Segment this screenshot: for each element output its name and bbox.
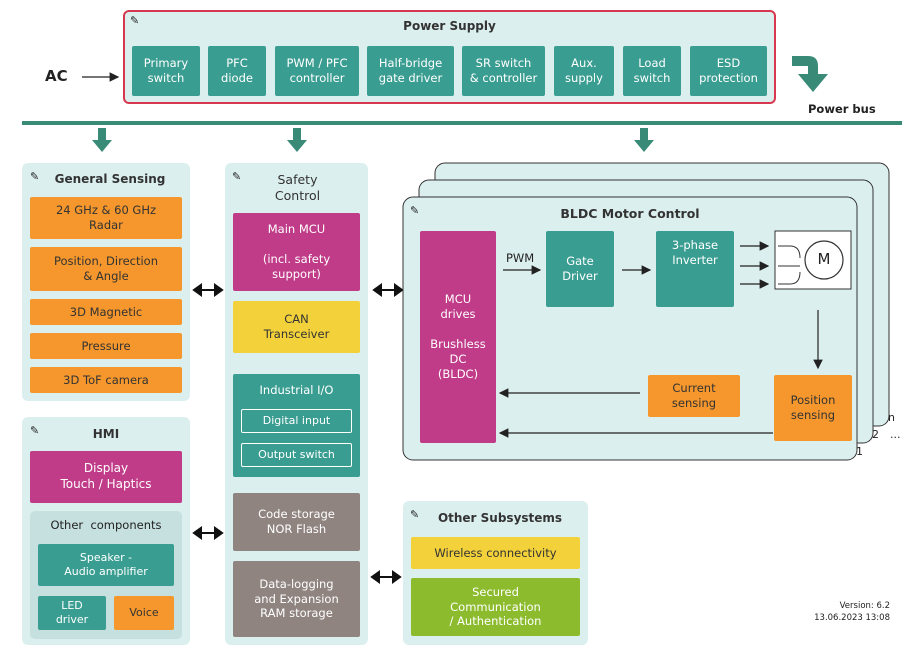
bldc-title: BLDC Motor Control <box>560 206 700 221</box>
digital-input-box[interactable]: Digital input <box>241 409 352 433</box>
main-mcu-box[interactable]: Main MCU (incl. safety support) <box>233 213 360 291</box>
hmi-title: HMI <box>92 427 120 441</box>
other-components-title: Other components <box>50 518 162 532</box>
other-subsystems-title: Other Subsystems <box>437 511 563 525</box>
motor-circle <box>804 240 844 280</box>
stack-label-n: n <box>888 411 895 424</box>
industrial-io-title: Industrial I/O <box>259 383 334 397</box>
led-driver-box[interactable]: LED driver <box>38 596 106 630</box>
pfc-diode-box[interactable]: PFC diode <box>208 46 266 96</box>
bus-down-arrows <box>92 128 654 152</box>
voice-box[interactable]: Voice <box>114 596 174 630</box>
power-bus-line <box>22 121 902 125</box>
output-switch-box[interactable]: Output switch <box>241 443 352 467</box>
secured-communication-box[interactable]: Secured Communication / Authentication <box>411 578 580 636</box>
inverter-label: 3-phase Inverter <box>671 238 719 267</box>
can-transceiver-box[interactable]: CAN Transceiver <box>233 301 360 353</box>
hmi-edit-icon[interactable]: ✎ <box>30 424 40 437</box>
bldc-edit-icon[interactable]: ✎ <box>410 204 420 217</box>
primary-switch-box[interactable]: Primary switch <box>132 46 200 96</box>
general-sensing-title: General Sensing <box>54 172 166 186</box>
position-sensing-box[interactable]: Position sensing <box>774 375 852 441</box>
code-storage-box[interactable]: Code storage NOR Flash <box>233 493 360 551</box>
wireless-connectivity-box[interactable]: Wireless connectivity <box>411 537 580 569</box>
power-supply-title: Power Supply <box>403 19 496 33</box>
motor-label: M <box>817 250 831 268</box>
general-sensing-edit-icon[interactable]: ✎ <box>30 170 40 183</box>
industrial-io-panel <box>233 374 360 477</box>
bidirectional-arrows <box>192 283 404 584</box>
safety-control-edit-icon[interactable]: ✎ <box>232 170 242 183</box>
current-sensing-box[interactable]: Current sensing <box>648 375 740 417</box>
stack-label-more: ... <box>890 428 901 441</box>
sr-switch-controller-box[interactable]: SR switch & controller <box>462 46 545 96</box>
safety-control-title: Safety Control <box>274 172 321 204</box>
ac-label: AC <box>45 67 68 85</box>
mcu-drives-box[interactable]: MCU drives Brushless DC (BLDC) <box>420 231 496 443</box>
power-bus-label: Power bus <box>808 102 876 116</box>
power-bus-curved-arrow <box>792 56 828 92</box>
stack-label-1: 1 <box>856 445 863 458</box>
bldc-stack-panel-1 <box>402 196 858 461</box>
display-touch-haptics-box[interactable]: Display Touch / Haptics <box>30 451 182 503</box>
esd-protection-box[interactable]: ESD protection <box>690 46 767 96</box>
version-label: Version: 6.2 <box>839 601 890 611</box>
pressure-box[interactable]: Pressure <box>30 333 182 359</box>
inverter-box[interactable] <box>656 231 734 307</box>
ram-storage-box[interactable]: Data-logging and Expansion RAM storage <box>233 561 360 637</box>
other-subsystems-edit-icon[interactable]: ✎ <box>410 508 420 521</box>
load-switch-box[interactable]: Load switch <box>623 46 681 96</box>
version-date: 13.06.2023 13:08 <box>814 613 890 623</box>
position-direction-angle-box[interactable]: Position, Direction & Angle <box>30 247 182 291</box>
speaker-amplifier-box[interactable]: Speaker - Audio amplifier <box>38 544 174 586</box>
aux-supply-box[interactable]: Aux. supply <box>554 46 614 96</box>
3d-tof-camera-box[interactable]: 3D ToF camera <box>30 367 182 393</box>
gate-driver-box[interactable]: Gate Driver <box>546 231 614 307</box>
power-supply-edit-icon[interactable]: ✎ <box>130 14 140 27</box>
pwm-label: PWM <box>506 251 535 265</box>
stack-label-2: 2 <box>872 428 879 441</box>
bldc-flow-arrows <box>498 241 823 438</box>
half-bridge-gate-driver-box[interactable]: Half-bridge gate driver <box>367 46 454 96</box>
radar-box[interactable]: 24 GHz & 60 GHz Radar <box>30 197 182 239</box>
pwm-pfc-controller-box[interactable]: PWM / PFC controller <box>275 46 359 96</box>
3d-magnetic-box[interactable]: 3D Magnetic <box>30 299 182 325</box>
